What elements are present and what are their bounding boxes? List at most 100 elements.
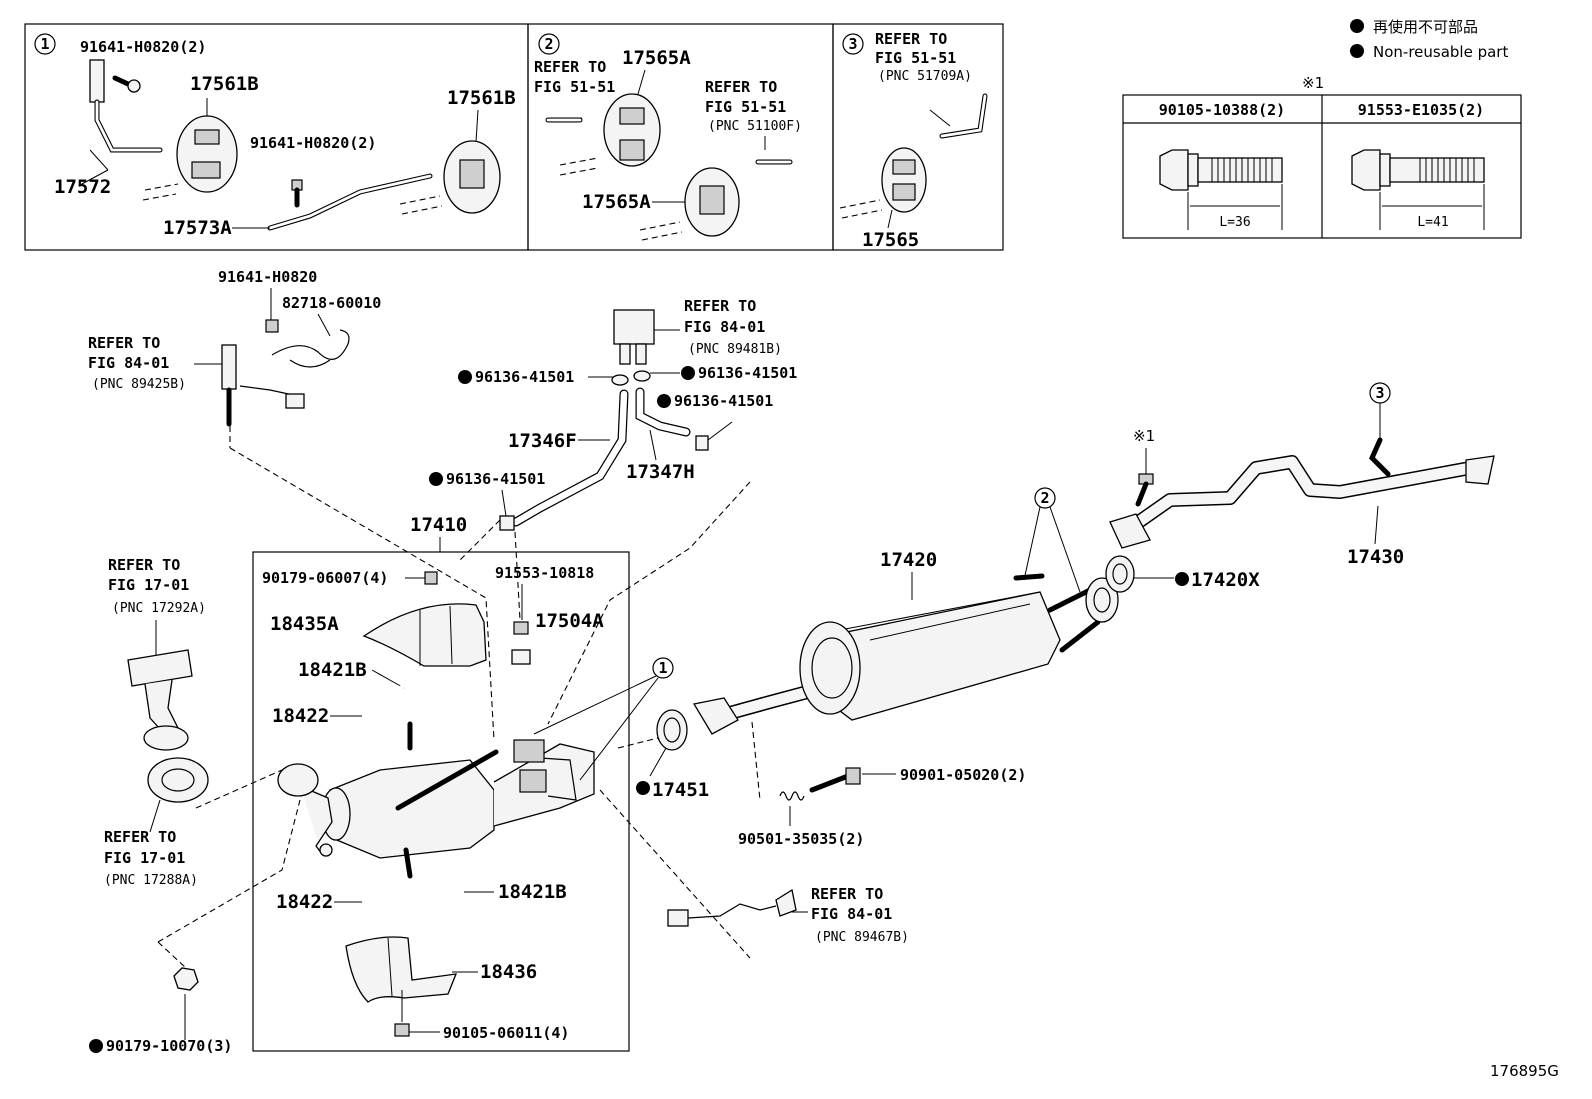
non-reusable-dot-icon: [1350, 44, 1364, 58]
part-label[interactable]: 17346F: [508, 430, 577, 452]
part-label[interactable]: 17561B: [190, 73, 259, 95]
tail-pipe-17430: [1109, 437, 1495, 549]
refer-pnc: (PNC 17292A): [112, 601, 206, 616]
part-label[interactable]: 17561B: [447, 87, 516, 109]
part-label[interactable]: 17420X: [1191, 569, 1260, 591]
part-label[interactable]: 17565A: [582, 191, 651, 213]
part-label[interactable]: 91641-H0820: [218, 268, 317, 286]
part-label[interactable]: 18436: [480, 961, 537, 983]
part-label[interactable]: 18421B: [498, 881, 567, 903]
part-label[interactable]: 90179-10070(3): [106, 1037, 232, 1055]
non-reusable-dot-icon: [429, 472, 443, 486]
part-label[interactable]: 90501-35035(2): [738, 830, 864, 848]
refer-label: REFER TO: [88, 334, 160, 352]
bolt-table-mark: ※1: [1302, 74, 1324, 92]
part-label[interactable]: 17410: [410, 514, 467, 536]
part-label[interactable]: 17451: [652, 779, 709, 801]
exhaust-temp-sensor-group: 91641-H0820 82718-60010 REFER TO FIG 84-…: [88, 268, 381, 448]
part-label[interactable]: 96136-41501: [475, 368, 574, 386]
refer-label: REFER TO: [684, 297, 756, 315]
callout-circle: [1034, 487, 1056, 509]
legend-en: Non-reusable part: [1373, 43, 1508, 61]
part-label[interactable]: 90105-06011(4): [443, 1024, 569, 1042]
callout-circle: [34, 33, 56, 55]
callout-circle: [652, 657, 674, 679]
detail-box-1: 1 91641-H0820(2) 17561B 17561B 91641-H08…: [24, 23, 529, 251]
part-label[interactable]: 91641-H0820(2): [250, 134, 376, 152]
bolt-icon: [809, 767, 861, 793]
refer-label: FIG 84-01: [684, 318, 765, 336]
refer-pnc: (PNC 17288A): [104, 873, 198, 888]
refer-label: REFER TO: [875, 30, 947, 48]
part-label[interactable]: 17572: [54, 176, 111, 198]
refer-label: REFER TO: [534, 58, 606, 76]
oxygen-sensor-lower: [667, 888, 797, 927]
part-label[interactable]: 17430: [1347, 546, 1404, 568]
refer-label: FIG 51-51: [705, 98, 786, 116]
part-label[interactable]: 18422: [272, 705, 329, 727]
bolt-icon: [1159, 149, 1283, 230]
non-reusable-dot-icon: [458, 370, 472, 384]
refer-label: REFER TO: [108, 556, 180, 574]
hanger-bracket-17573a: [232, 173, 433, 231]
part-label[interactable]: 17565: [862, 229, 919, 251]
part-label[interactable]: 91641-H0820(2): [80, 38, 206, 56]
callout-circle: [842, 33, 864, 55]
dpf-converter-body: [277, 739, 595, 859]
pressure-sensor-hose-group: REFER TO FIG 84-01 (PNC 89481B) 96136-41…: [410, 297, 797, 552]
part-label[interactable]: 96136-41501: [446, 470, 545, 488]
refer-pnc: (PNC 89467B): [815, 930, 909, 945]
non-reusable-dot-icon: [89, 1039, 103, 1053]
detail-box-2: 2 REFER TO FIG 51-51 17565A REFER TO FIG…: [527, 23, 834, 251]
part-label[interactable]: 96136-41501: [674, 392, 773, 410]
hanger-rubber-17561b: [443, 109, 501, 214]
refer-pnc: (PNC 89425B): [92, 377, 186, 392]
part-label[interactable]: 18421B: [298, 659, 367, 681]
part-label[interactable]: 18422: [276, 891, 333, 913]
refer-label: FIG 84-01: [811, 905, 892, 923]
bolt-col2-length: L=41: [1417, 215, 1448, 230]
part-label[interactable]: 90179-06007(4): [262, 569, 388, 587]
part-label[interactable]: 17573A: [163, 217, 232, 239]
spring-icon: [779, 791, 805, 801]
bolt-col2-header: 91553-E1035(2): [1358, 101, 1484, 119]
part-label[interactable]: 96136-41501: [698, 364, 797, 382]
part-label[interactable]: 82718-60010: [282, 294, 381, 312]
refer-pnc: (PNC 51709A): [878, 69, 972, 84]
bolt-table: ※1 90105-10388(2) 91553-E1035(2) L=36: [1122, 74, 1522, 239]
part-label[interactable]: 17347H: [626, 461, 695, 483]
bolt-icon: [112, 75, 141, 93]
gasket-icon: [147, 757, 209, 833]
hanger-bracket-17572: [79, 59, 163, 186]
detail-box-3: 3 REFER TO FIG 51-51 (PNC 51709A) 17565: [832, 23, 1004, 251]
hanger-rubber-17565: [881, 147, 927, 229]
bolt-ref-mark: ※1: [1133, 427, 1155, 445]
non-reusable-dot-icon: [636, 781, 650, 795]
refer-label: FIG 17-01: [104, 849, 185, 867]
part-label[interactable]: 18435A: [270, 613, 339, 635]
legend: 再使用不可部品 Non-reusable part: [1350, 18, 1508, 61]
gasket-17420x: [1105, 555, 1135, 593]
refer-label: FIG 84-01: [88, 354, 169, 372]
part-label[interactable]: 90901-05020(2): [900, 766, 1026, 784]
gasket-17451: [656, 709, 688, 751]
refer-label: REFER TO: [104, 828, 176, 846]
part-label[interactable]: 17565A: [622, 47, 691, 69]
muffler-17420: [799, 573, 1101, 721]
main-exhaust-group: 1 17451 17420 2: [533, 382, 1495, 945]
part-label[interactable]: 91553-10818: [495, 564, 594, 582]
bolt-col1-header: 90105-10388(2): [1159, 101, 1285, 119]
legend-jp: 再使用不可部品: [1373, 18, 1478, 36]
callout-number: 1: [40, 35, 49, 53]
part-label[interactable]: 17420: [880, 549, 937, 571]
non-reusable-dot-icon: [1350, 19, 1364, 33]
hanger-rubber-17561b: [176, 98, 238, 193]
refer-pnc: (PNC 51100F): [708, 119, 802, 134]
refer-pnc: (PNC 89481B): [688, 342, 782, 357]
exhaust-manifold-pipe-icon: [127, 620, 193, 751]
callout-number: 2: [544, 35, 553, 53]
heat-insulator-18436: [345, 936, 458, 1003]
part-label[interactable]: 17504A: [535, 610, 604, 632]
bolt-icon: [1351, 149, 1485, 230]
